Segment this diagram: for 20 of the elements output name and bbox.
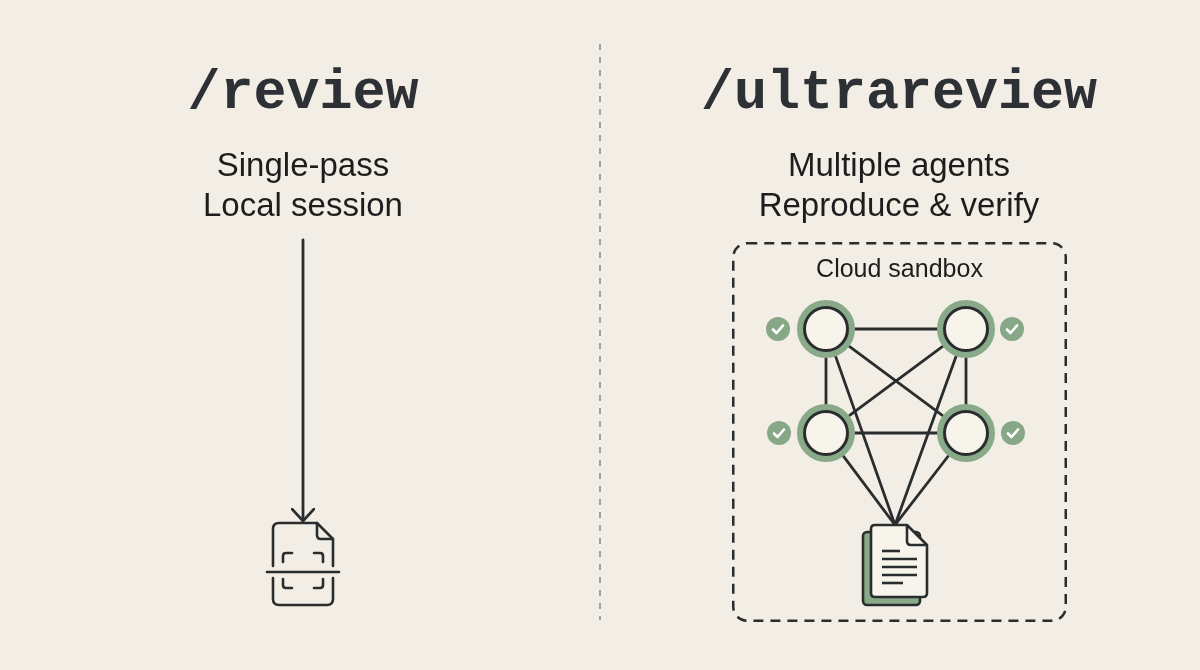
command-heading: /ultrareview (700, 62, 1098, 126)
description-text: Single-pass (216, 145, 390, 185)
description-text: Local session (203, 185, 403, 225)
crossing-lines (847, 344, 945, 418)
ring-node (797, 404, 855, 462)
connector-line (853, 431, 939, 435)
dashed-group-box (732, 242, 1067, 622)
ring-node (937, 300, 995, 358)
ring-node (797, 300, 855, 358)
connector-line (853, 327, 939, 331)
document-scan-icon (265, 521, 341, 607)
document-stack-icon (861, 523, 929, 607)
connector-line (964, 356, 968, 406)
arrow (290, 238, 316, 523)
description-text: Multiple agents (788, 145, 1010, 185)
group-title: Cloud sandbox (816, 253, 983, 283)
ring-node (937, 404, 995, 462)
connector-line (824, 356, 828, 406)
command-heading: /review (187, 62, 419, 126)
description-text: Reproduce & verify (758, 185, 1040, 225)
